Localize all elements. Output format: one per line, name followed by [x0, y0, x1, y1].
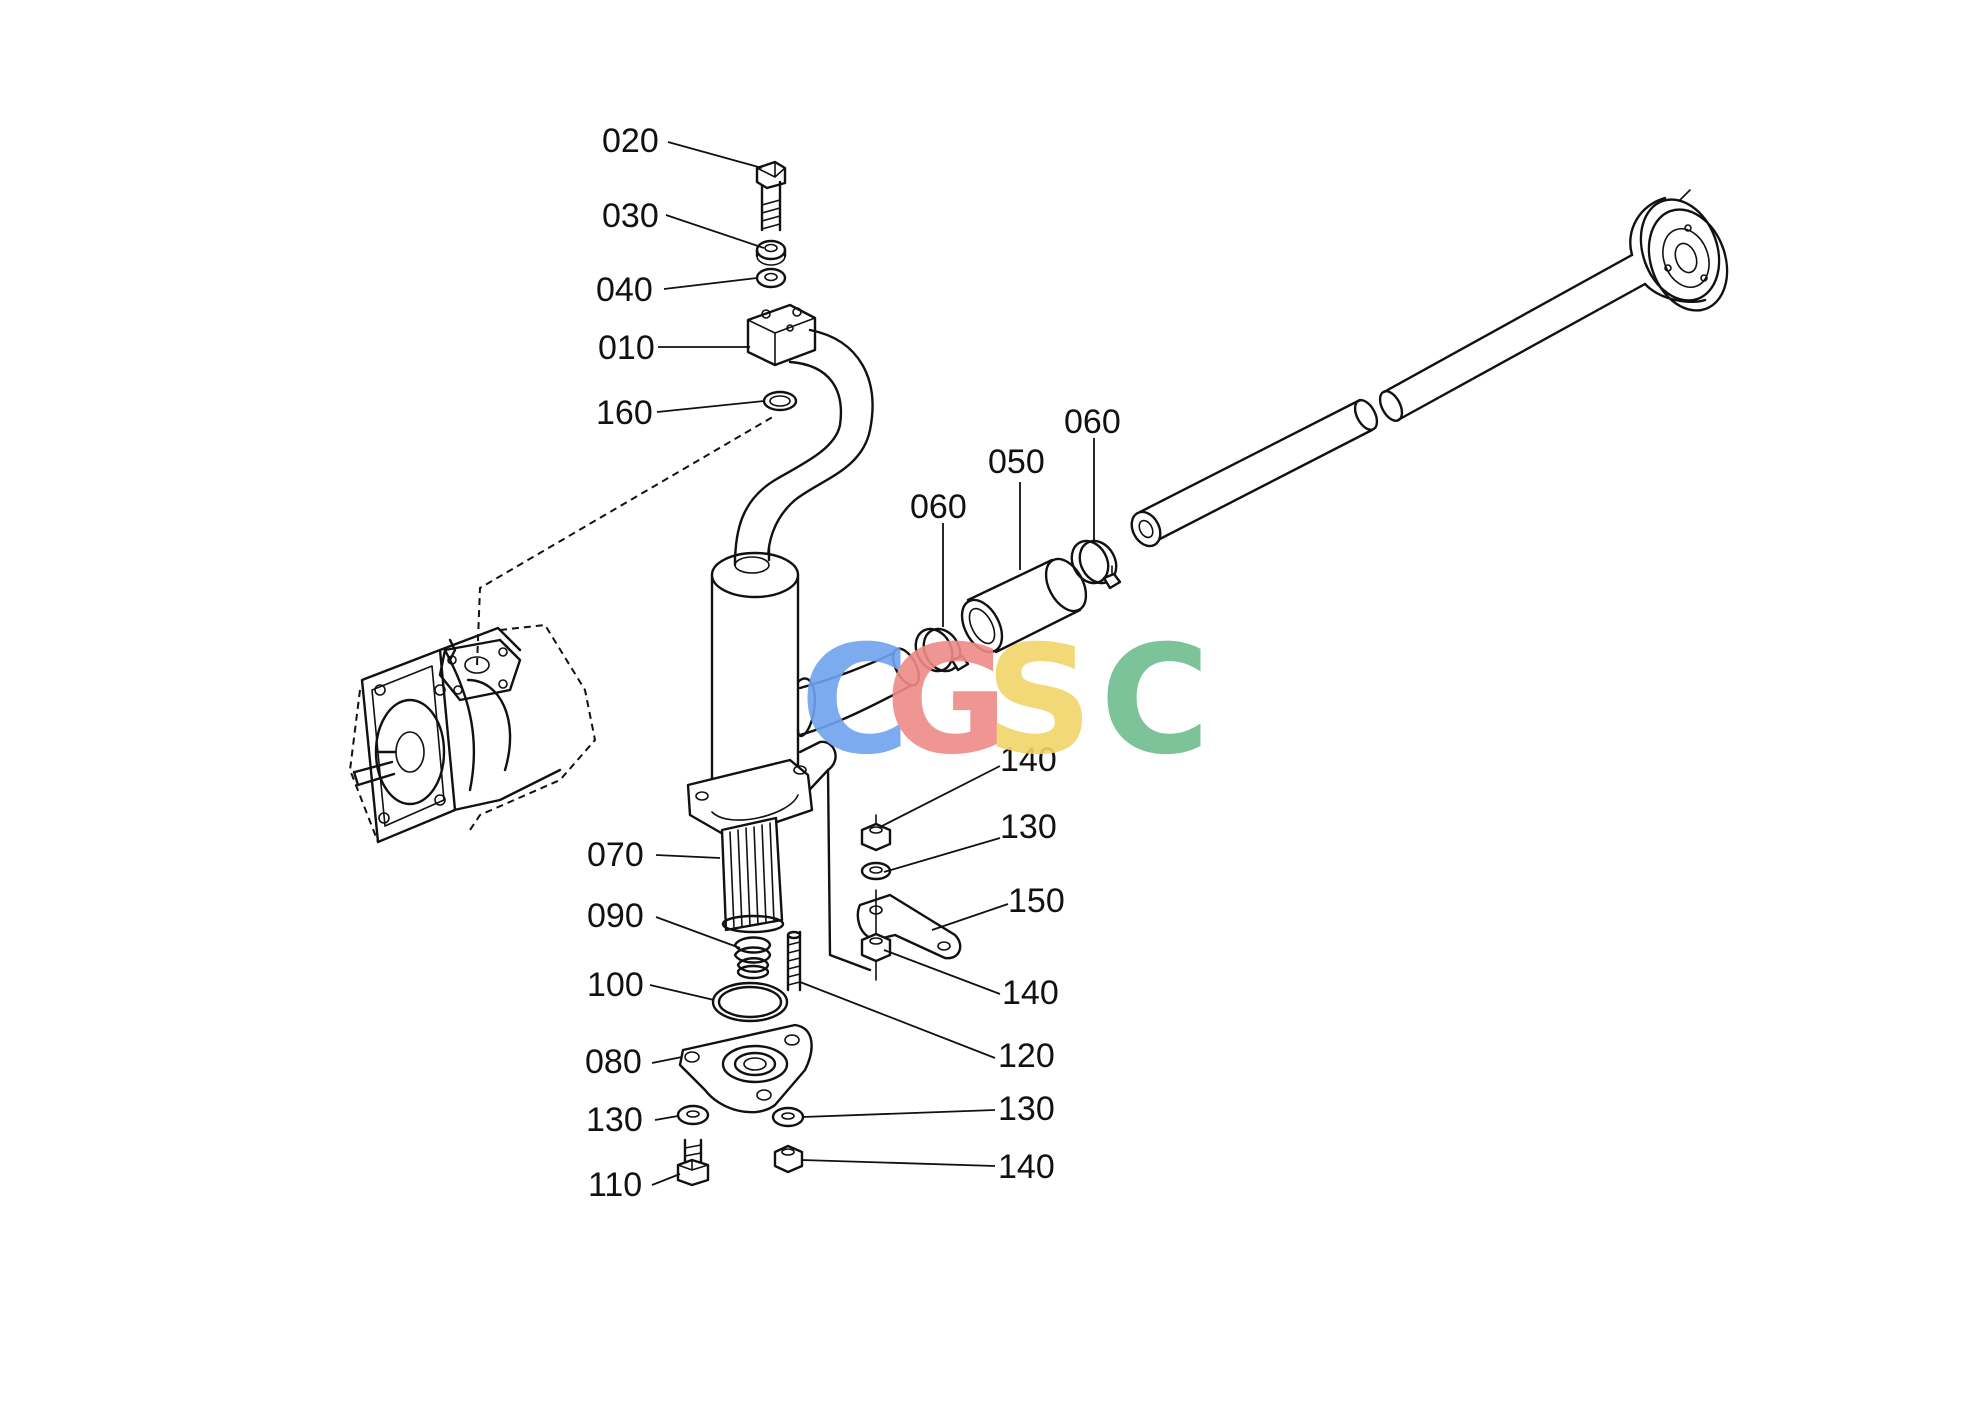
washer-130-right	[771, 1106, 805, 1128]
label-030: 030	[602, 197, 659, 235]
spring-090	[733, 936, 772, 980]
suction-pipe-010	[733, 303, 874, 567]
label-100: 100	[587, 966, 644, 1004]
o-ring-160	[762, 390, 798, 412]
label-110: 110	[588, 1166, 642, 1204]
label-140-top: 140	[1000, 741, 1057, 779]
label-140-mid: 140	[1002, 974, 1059, 1012]
part-labels: 020 030 040 010 160 060 050 060 140 130 …	[585, 122, 1121, 1204]
watermark-letter-4: C	[1100, 614, 1210, 788]
washer-130-left	[676, 1104, 710, 1126]
filter-canister	[686, 546, 872, 972]
nut-140-top	[860, 814, 892, 852]
watermark-letter-2: G	[885, 614, 1008, 788]
stud-120	[786, 930, 802, 992]
label-010: 010	[598, 329, 655, 367]
label-020: 020	[602, 122, 659, 160]
watermark-letter-3: S	[985, 614, 1093, 788]
nut-140-bottom	[773, 1144, 804, 1174]
label-150: 150	[1008, 882, 1065, 920]
hose-clamp-060-right	[1070, 539, 1122, 590]
washer-030	[755, 239, 787, 266]
label-040: 040	[596, 271, 653, 309]
suction-line-dashed	[476, 414, 777, 666]
o-ring-100	[711, 981, 789, 1023]
return-pipe	[1130, 189, 1729, 548]
label-080: 080	[585, 1043, 642, 1081]
label-130-right: 130	[998, 1090, 1055, 1128]
label-140-bottom: 140	[998, 1148, 1055, 1186]
label-160: 160	[596, 394, 653, 432]
label-120: 120	[998, 1037, 1055, 1075]
washer-040	[755, 267, 787, 289]
leader-lines	[649, 141, 1095, 1186]
cover-080	[678, 1023, 813, 1114]
label-070: 070	[587, 836, 644, 874]
nut-140-mid	[860, 932, 892, 963]
label-130-top: 130	[1000, 808, 1057, 846]
hose-clamp-060-left	[914, 627, 970, 673]
label-050: 050	[988, 443, 1045, 481]
bolt-020	[755, 160, 787, 232]
label-060-right: 060	[1064, 403, 1121, 441]
filter-element-070	[720, 816, 785, 934]
label-090: 090	[587, 897, 644, 935]
watermark-letter-1: C	[800, 614, 910, 788]
bolt-110	[676, 1138, 710, 1187]
label-060-left: 060	[910, 488, 967, 526]
outlet-pipe	[798, 647, 921, 737]
cgsc-watermark: C G S C	[800, 614, 1210, 788]
label-130-left: 130	[586, 1101, 643, 1139]
hydraulic-pump	[348, 623, 597, 844]
